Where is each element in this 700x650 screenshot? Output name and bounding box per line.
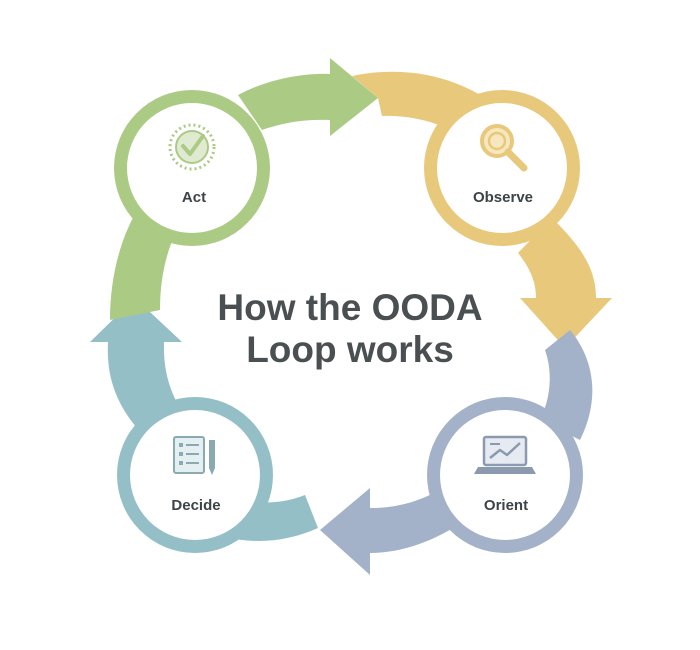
laptop-chart-icon <box>474 435 536 474</box>
check-badge-icon <box>168 123 216 171</box>
arrow-body-bluegrey <box>320 488 465 575</box>
stage-act-label: Act <box>182 189 206 206</box>
arrow-act-to-observe <box>238 58 378 136</box>
stage-orient: Orient <box>427 397 583 553</box>
stage-observe: Observe <box>424 90 580 246</box>
arrow-body-teal <box>90 298 185 440</box>
arrow-orient-to-decide <box>320 330 593 575</box>
stage-decide-label: Decide <box>171 497 220 514</box>
arrow-tail-bluegrey <box>540 330 593 440</box>
stage-act-disc <box>127 103 257 233</box>
stage-orient-label: Orient <box>484 497 528 514</box>
arrow-body-yellow <box>518 218 612 348</box>
arrow-body-green <box>238 58 378 136</box>
stage-decide-disc <box>130 410 260 540</box>
stage-observe-disc <box>437 103 567 233</box>
stage-act: Act <box>114 90 270 246</box>
magnifier-icon <box>480 124 528 172</box>
stage-observe-label: Observe <box>473 189 533 206</box>
stage-decide: Decide <box>117 397 273 553</box>
diagram-title-line-1: How the OODA <box>217 287 482 328</box>
checklist-pencil-icon <box>173 436 215 475</box>
stage-orient-disc <box>440 410 570 540</box>
diagram-title-line-2: Loop works <box>246 329 454 370</box>
